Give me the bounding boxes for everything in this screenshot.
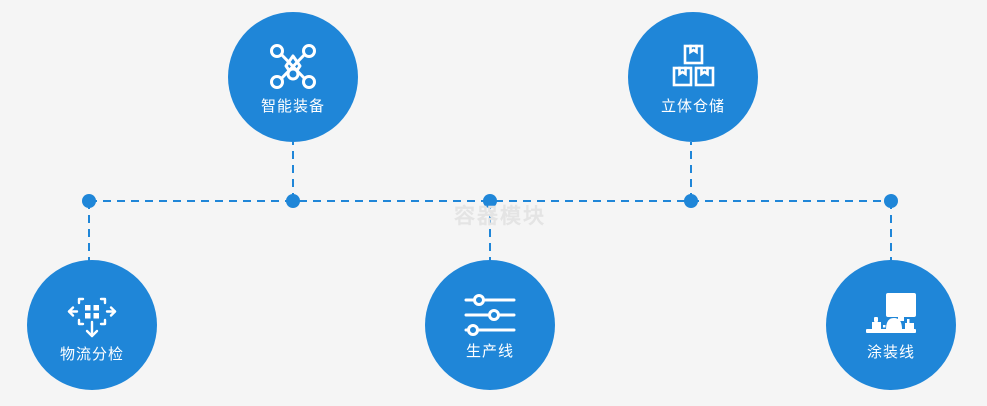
- stacked-boxes-icon: [667, 41, 719, 93]
- junction-dot-four[interactable]: [684, 194, 698, 208]
- painting-machine-icon: [862, 291, 920, 339]
- node-label-shengchan-xian: 生产线: [465, 341, 514, 360]
- watermark-text: 容器模块: [454, 204, 546, 228]
- sorting-arrows-icon: [66, 289, 118, 341]
- junction-dot-right[interactable]: [884, 194, 898, 208]
- node-wuliu-fenjian[interactable]: 物流分检: [27, 260, 157, 390]
- junction-dot-two[interactable]: [286, 194, 300, 208]
- junction-dot-left[interactable]: [82, 194, 96, 208]
- node-tuzhuang-xian[interactable]: 涂装线: [826, 260, 956, 390]
- node-liti-cangchu[interactable]: 立体仓储: [628, 12, 758, 142]
- node-label-tuzhuang-xian: 涂装线: [866, 342, 915, 361]
- junction-dot-center[interactable]: [483, 194, 497, 208]
- node-label-zhineng-zhuangbei: 智能装备: [260, 96, 325, 115]
- node-label-liti-cangchu: 立体仓储: [660, 96, 725, 115]
- node-label-wuliu-fenjian: 物流分检: [59, 344, 124, 363]
- sliders-icon: [463, 292, 517, 338]
- node-shengchan-xian[interactable]: 生产线: [425, 260, 555, 390]
- node-zhineng-zhuangbei[interactable]: 智能装备: [228, 12, 358, 142]
- network-nodes-icon: [267, 41, 319, 93]
